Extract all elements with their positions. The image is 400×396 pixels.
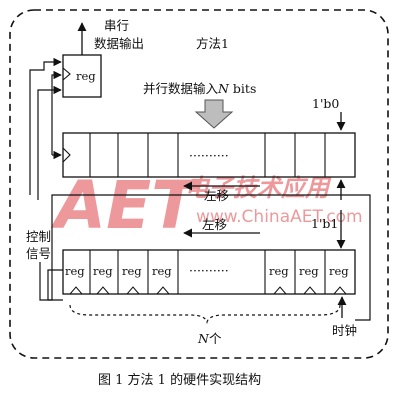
watermark-url: www.ChinaAET.com — [196, 207, 363, 227]
control-signal-label-1: 控制 — [26, 229, 51, 244]
serial-out-label-1: 串行 — [104, 18, 129, 33]
reg-cell-7: reg — [329, 264, 349, 278]
parallel-input-arrow — [194, 99, 234, 129]
output-register-label: reg — [76, 69, 96, 83]
reg-cell-3: reg — [122, 264, 142, 278]
control-signal-line — [39, 194, 371, 321]
method-label: 方法1 — [196, 36, 229, 51]
lower-register-row: reg reg reg reg reg reg reg ·········· — [62, 249, 356, 295]
figure-caption: 图 1 方法 1 的硬件实现结构 — [98, 372, 261, 388]
upper-register-dots: ·········· — [189, 148, 229, 163]
reg-cell-5: reg — [269, 264, 289, 278]
reg-cell-1: reg — [65, 264, 85, 278]
shift-left-bottom-label: 左移 — [202, 217, 227, 232]
outer-dashed-border — [9, 9, 389, 359]
n-count-brace — [69, 304, 341, 325]
watermark: AET 电子技术应用 www.ChinaAET.com — [50, 167, 363, 244]
serial-out-label-2: 数据输出 — [94, 36, 144, 51]
watermark-slogan: 电子技术应用 — [185, 173, 332, 202]
parallel-input-label: 并行数据输入N bits — [143, 81, 256, 96]
b1-label: 1'b1 — [311, 216, 338, 231]
reg-cell-6: reg — [299, 264, 319, 278]
reg-cell-4: reg — [152, 264, 172, 278]
upper-shift-register: ·········· — [62, 132, 356, 178]
control-signal-label-2: 信号 — [26, 246, 51, 261]
watermark-brand: AET — [50, 167, 201, 244]
lower-register-dots: ·········· — [189, 263, 229, 278]
n-count-label: N个 — [197, 331, 222, 346]
b0-label: 1'b0 — [312, 96, 339, 111]
output-register: reg — [62, 54, 102, 98]
clock-label: 时钟 — [332, 323, 357, 338]
reg-cell-2: reg — [93, 264, 113, 278]
